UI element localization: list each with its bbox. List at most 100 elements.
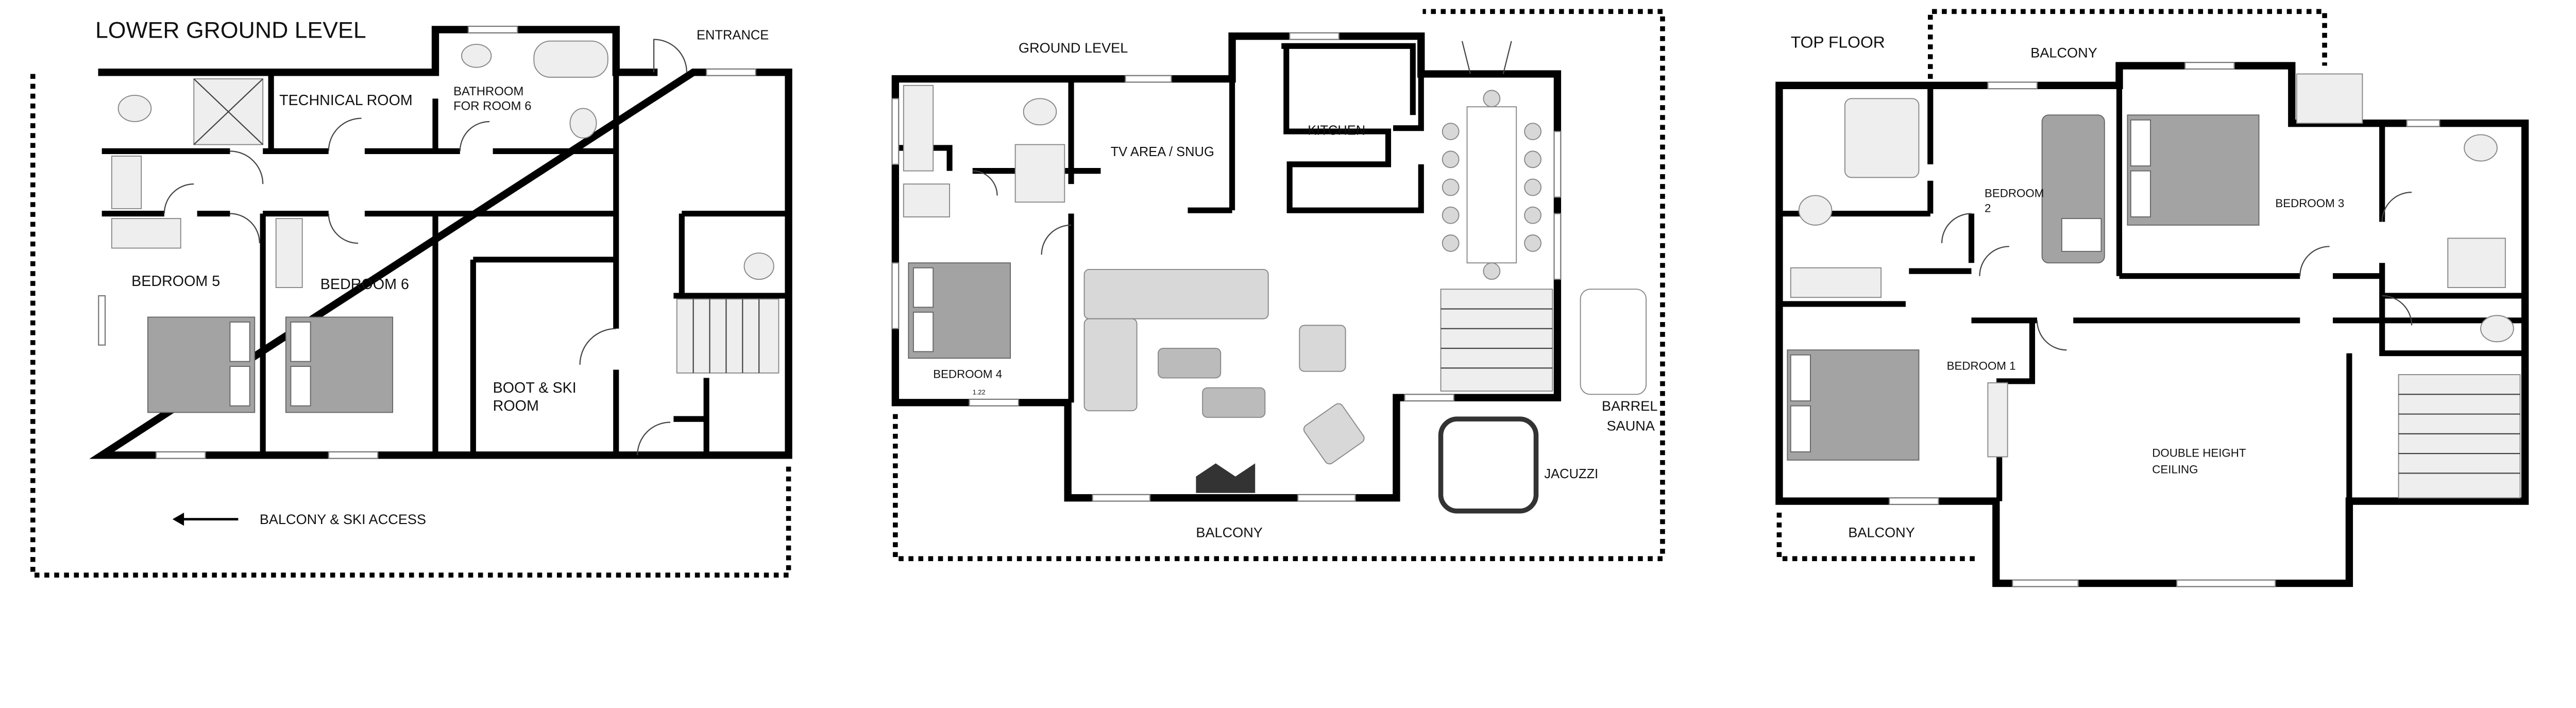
window bbox=[2184, 62, 2235, 70]
label-jacuzzi: JACUZZI bbox=[1544, 467, 1598, 481]
desk-icon bbox=[1987, 382, 2008, 458]
label-entrance: ENTRANCE bbox=[697, 28, 769, 43]
door[interactable] bbox=[328, 117, 362, 151]
toilet-icon bbox=[743, 252, 774, 280]
door[interactable] bbox=[230, 213, 260, 243]
label-barrel-sauna: BARREL bbox=[1602, 398, 1657, 414]
bathtub-icon bbox=[533, 40, 608, 78]
door[interactable] bbox=[230, 150, 264, 184]
shower bbox=[1844, 98, 1920, 178]
toilet-icon bbox=[1798, 195, 1833, 226]
door[interactable] bbox=[2299, 246, 2330, 276]
bed-bedroom-5 bbox=[147, 316, 256, 413]
window bbox=[2406, 119, 2441, 127]
armchair bbox=[1303, 403, 1365, 465]
room-label-bedroom-2: BEDROOM bbox=[1985, 187, 2044, 200]
door[interactable] bbox=[1979, 246, 2009, 276]
fireplace-icon bbox=[1196, 463, 1256, 493]
room-label-boot-ski: BOOT & SKI bbox=[493, 380, 577, 396]
sliding-door[interactable] bbox=[969, 398, 1020, 407]
toilet-icon bbox=[2480, 315, 2514, 343]
door[interactable] bbox=[2036, 320, 2067, 351]
room-label-bedroom-6: BEDROOM 6 bbox=[320, 276, 409, 293]
room-label-bathroom-line2: FOR ROOM 6 bbox=[453, 99, 531, 113]
window bbox=[706, 68, 756, 76]
staircase bbox=[1440, 289, 1553, 392]
top-floor-plan: TOP FLOOR bbox=[1775, 9, 2529, 587]
door[interactable] bbox=[163, 183, 194, 214]
door[interactable] bbox=[972, 170, 998, 196]
door[interactable] bbox=[2382, 295, 2413, 326]
window bbox=[1297, 494, 1356, 502]
double-sink-icon bbox=[903, 85, 934, 172]
shower bbox=[2447, 238, 2506, 288]
sectional-sofa bbox=[1083, 268, 1269, 412]
shower-drain-lines bbox=[193, 78, 263, 145]
french-door[interactable] bbox=[1461, 41, 1512, 74]
jacuzzi bbox=[1438, 416, 1539, 514]
window bbox=[1987, 81, 2038, 90]
entrance-door[interactable] bbox=[653, 39, 688, 73]
staircase bbox=[676, 298, 779, 374]
top-floor-title: TOP FLOOR bbox=[1791, 32, 1885, 51]
window bbox=[328, 451, 379, 459]
door[interactable] bbox=[328, 213, 359, 244]
toilet-icon bbox=[1023, 98, 1057, 126]
window bbox=[2176, 579, 2276, 587]
window bbox=[1553, 213, 1562, 280]
window bbox=[891, 262, 900, 329]
room-label-tv-area: TV AREA / SNUG bbox=[1111, 145, 1214, 159]
floor-plan: LOWER GROUND LEVEL bbox=[30, 9, 2529, 587]
window bbox=[467, 25, 518, 33]
door[interactable] bbox=[2381, 191, 2412, 222]
window bbox=[1289, 32, 1340, 40]
room-label-kitchen: KITCHEN bbox=[1308, 123, 1365, 138]
door[interactable] bbox=[459, 121, 490, 151]
wardrobe bbox=[2296, 73, 2363, 124]
bunk-bed-bedroom-2 bbox=[2041, 114, 2105, 264]
interior-walls bbox=[101, 72, 789, 456]
door[interactable] bbox=[1941, 213, 1972, 243]
window bbox=[155, 451, 206, 459]
room-label-bathroom: BATHROOM bbox=[453, 85, 523, 98]
terrace-outline bbox=[893, 9, 1665, 561]
label-balcony-bottom: BALCONY bbox=[1848, 525, 1915, 541]
room-label-bedroom-4: BEDROOM 4 bbox=[933, 367, 1002, 380]
lower-ground-plan: LOWER GROUND LEVEL bbox=[30, 18, 792, 578]
dining-table bbox=[1442, 90, 1541, 280]
toilet-icon bbox=[117, 94, 152, 122]
coffee-table bbox=[1158, 348, 1222, 379]
ground-level-plan: GROUND LEVEL 1.22 bbox=[891, 9, 1665, 561]
armchair bbox=[1299, 325, 1346, 372]
dimension-label: 1.22 bbox=[973, 388, 986, 396]
room-label-bedroom-2-line2: 2 bbox=[1985, 201, 1991, 214]
door[interactable] bbox=[637, 422, 671, 456]
staircase bbox=[2398, 374, 2521, 499]
sink-icon bbox=[461, 44, 492, 68]
coffee-table bbox=[1202, 387, 1266, 418]
door[interactable] bbox=[1041, 224, 1072, 255]
bed-bedroom-1 bbox=[1787, 349, 1920, 461]
window bbox=[891, 98, 900, 165]
label-double-height: DOUBLE HEIGHT bbox=[2152, 446, 2246, 459]
bed-bedroom-6 bbox=[285, 316, 394, 413]
room-label-bedroom-1: BEDROOM 1 bbox=[1947, 359, 2016, 372]
balcony-bottom-outline bbox=[1776, 512, 1980, 561]
room-label-bedroom-3: BEDROOM 3 bbox=[2275, 197, 2344, 210]
window bbox=[1404, 394, 1455, 402]
door[interactable] bbox=[579, 328, 616, 365]
window bbox=[98, 295, 106, 346]
label-balcony-ski-access: BALCONY & SKI ACCESS bbox=[260, 511, 426, 527]
arrow-head bbox=[172, 512, 184, 526]
window bbox=[1092, 494, 1151, 502]
label-balcony-top: BALCONY bbox=[2030, 45, 2097, 61]
toilet-icon bbox=[2464, 134, 2498, 162]
label-balcony: BALCONY bbox=[1196, 525, 1263, 541]
interior-walls bbox=[1779, 65, 2526, 501]
room-label-bedroom-5: BEDROOM 5 bbox=[131, 273, 220, 290]
double-sink-icon bbox=[1790, 267, 1882, 298]
window bbox=[1553, 130, 1562, 198]
balcony-outline bbox=[30, 74, 791, 578]
label-barrel-sauna-line2: SAUNA bbox=[1607, 417, 1655, 433]
wardrobe bbox=[903, 183, 951, 217]
